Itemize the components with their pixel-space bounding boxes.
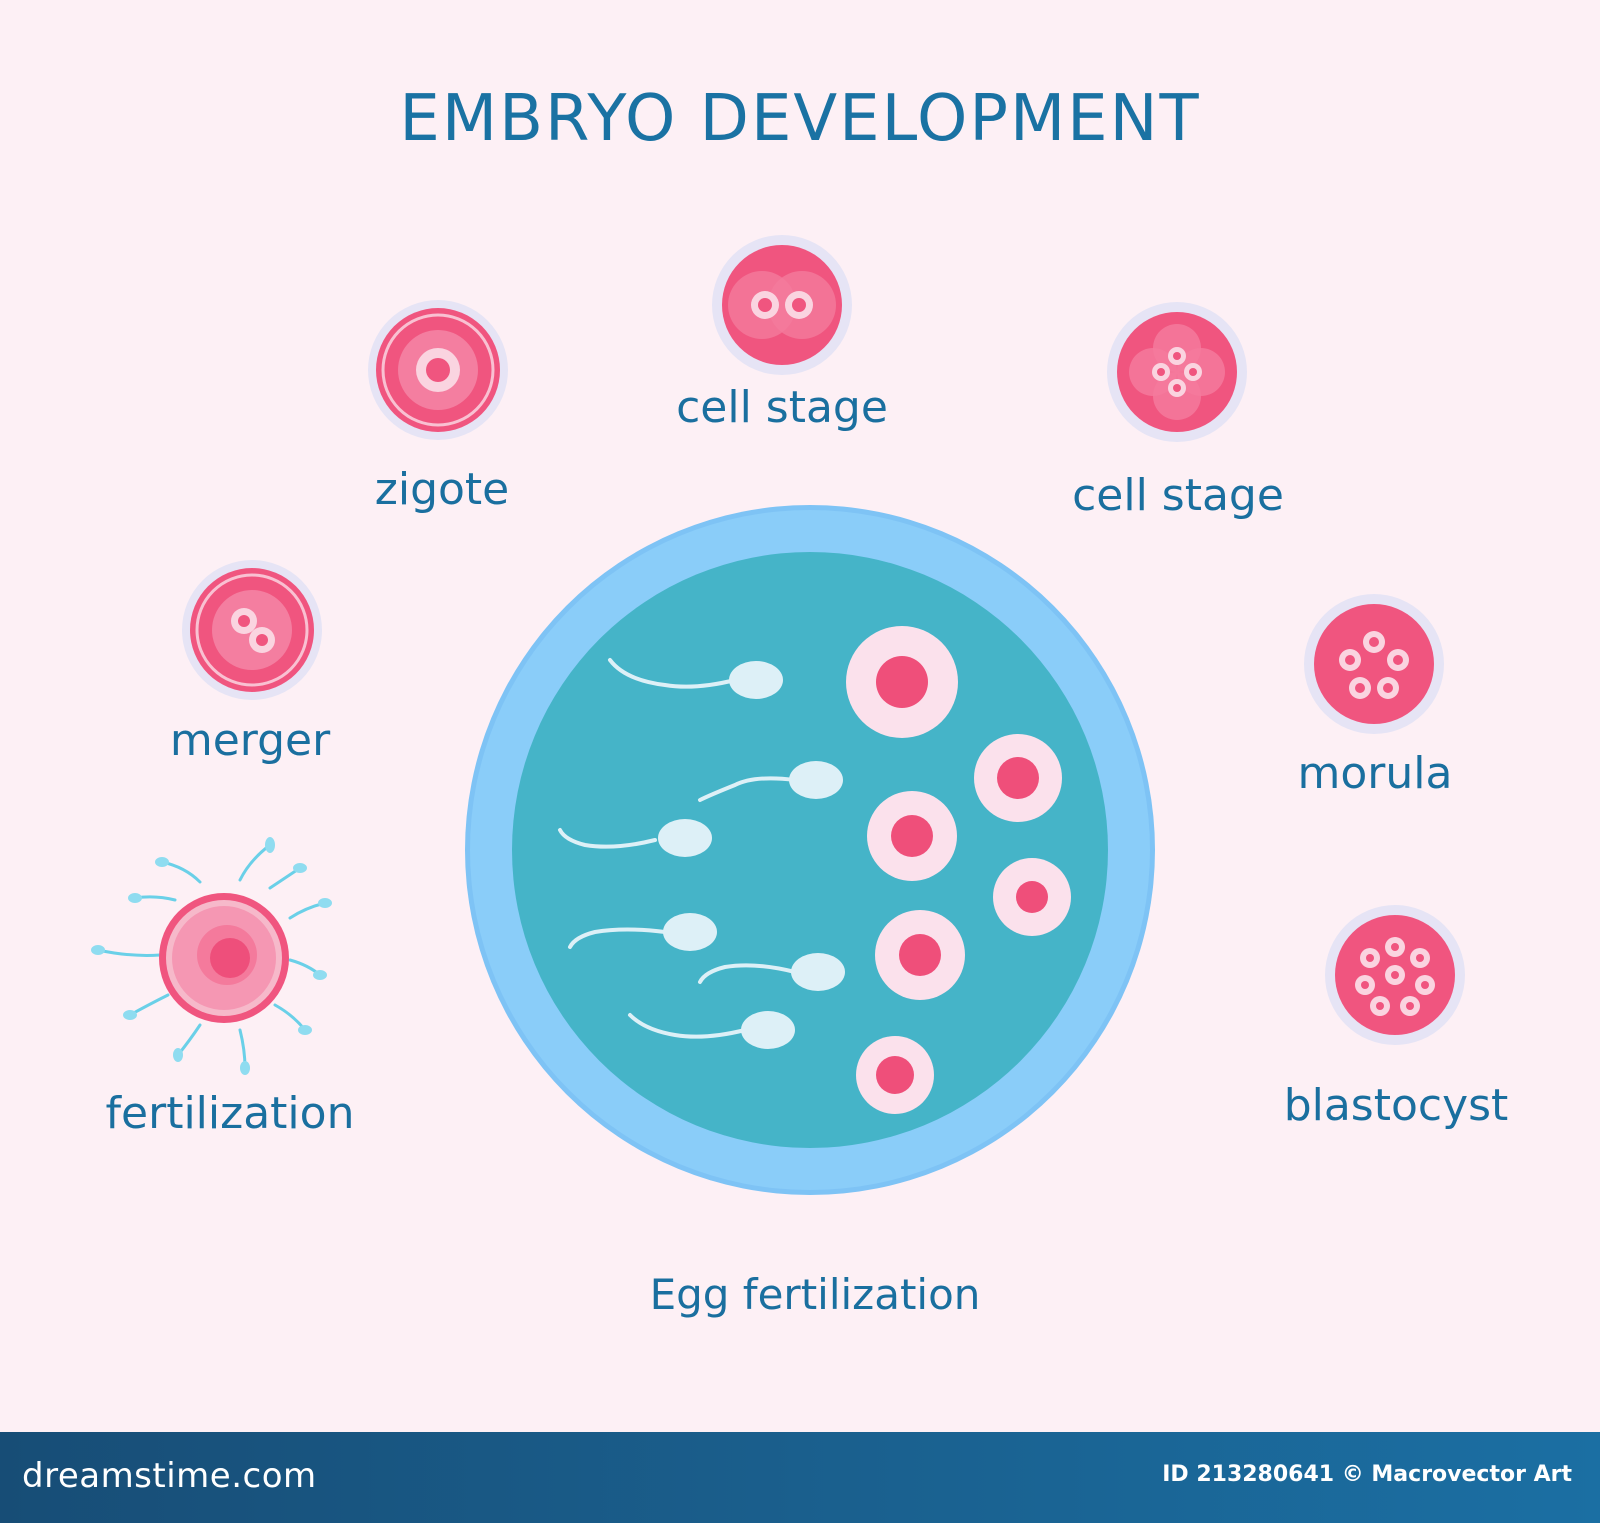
diagram-title: EMBRYO DEVELOPMENT <box>399 82 1201 156</box>
label-merger: merger <box>169 715 331 766</box>
diagram-artwork <box>91 235 1465 1195</box>
label-four-cell-stage: cell stage <box>1072 470 1284 521</box>
label-blastocyst: blastocyst <box>1283 1080 1509 1131</box>
merger-cell-icon <box>182 560 322 700</box>
footer-bar: dreamstime.com ID 213280641 © Macrovecto… <box>0 1432 1600 1523</box>
label-two-cell-stage: cell stage <box>676 382 888 433</box>
petri-dish <box>465 505 1155 1195</box>
footer-credit: ID 213280641 © Macrovector Art <box>1162 1462 1572 1487</box>
fertilization-egg-icon <box>91 837 332 1075</box>
two-cell-stage-icon <box>712 235 852 375</box>
label-morula: morula <box>1297 748 1453 799</box>
egg-cells <box>846 626 1071 1114</box>
label-zigote: zigote <box>374 464 510 515</box>
blastocyst-cell-icon <box>1325 905 1465 1045</box>
label-fertilization: fertilization <box>105 1088 355 1139</box>
morula-cell-icon <box>1304 594 1444 734</box>
egg-fertilization-caption: Egg fertilization <box>649 1270 981 1319</box>
sperm-cells <box>558 658 797 1039</box>
footer-brand: dreamstime.com <box>22 1456 317 1496</box>
four-cell-stage-icon <box>1107 302 1247 442</box>
zigote-cell-icon <box>368 300 508 440</box>
